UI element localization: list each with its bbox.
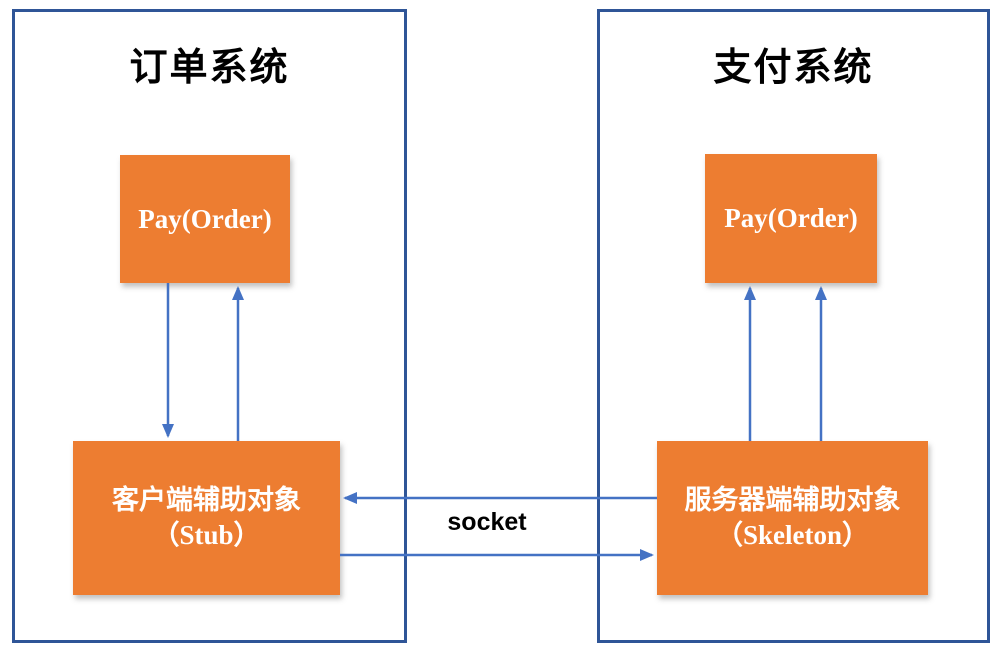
order-pay-method-box: Pay(Order)	[120, 155, 290, 283]
client-stub-box: 客户端辅助对象 （Stub）	[73, 441, 340, 595]
client-stub-label-line2: （Stub）	[152, 520, 261, 550]
payment-pay-method-box: Pay(Order)	[705, 154, 877, 283]
order-system-title: 订单系统	[129, 47, 290, 89]
client-stub-label-line1: 客户端辅助对象	[112, 484, 301, 515]
order-system-frame: 订单系统	[12, 9, 407, 643]
payment-pay-method-label: Pay(Order)	[724, 203, 858, 233]
server-skeleton-label-line2: （Skeleton）	[715, 520, 869, 550]
server-skeleton-box: 服务器端辅助对象 （Skeleton）	[657, 441, 928, 595]
payment-system-frame: 支付系统	[597, 9, 990, 643]
payment-system-title: 支付系统	[713, 47, 874, 89]
order-pay-method-label: Pay(Order)	[138, 203, 272, 234]
socket-label: socket	[447, 508, 527, 536]
server-skeleton-label-line1: 服务器端辅助对象	[684, 484, 901, 515]
